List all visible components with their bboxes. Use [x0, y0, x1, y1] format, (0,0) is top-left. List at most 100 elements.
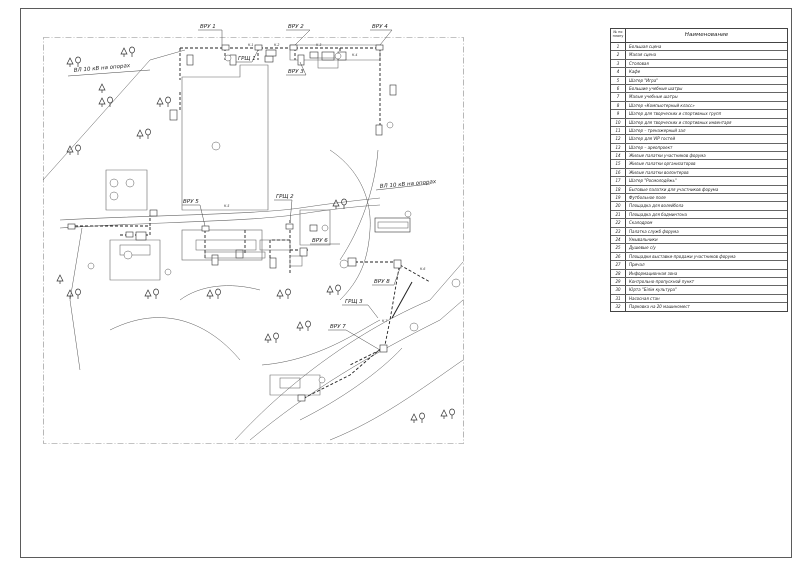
legend-row-number: 29: [611, 277, 626, 286]
label-vru3: ВРУ 3: [288, 69, 304, 75]
legend-header: № по плану Наименование: [611, 29, 787, 43]
legend-row-number: 1: [611, 43, 626, 51]
legend-row-number: 2: [611, 51, 626, 59]
plan-markers: [87, 52, 461, 384]
legend-row-name: Большие учебные шатры: [629, 85, 683, 91]
legend-row-name: Малые учебные шатры: [629, 94, 678, 100]
legend-row-name: Насосная стан: [629, 295, 660, 301]
legend-row-name: Шатер «Компьютерный класс»: [629, 102, 695, 108]
legend-row-number: 12: [611, 135, 626, 143]
legend-row-number: 30: [611, 286, 626, 294]
label-vru8: ВРУ 8: [374, 279, 390, 285]
legend-row-name: Юрта "Білім культура": [629, 287, 677, 293]
legend-row-name: Шатер "Игра": [629, 77, 659, 83]
legend-row-name: Скалодром: [629, 220, 653, 226]
label-vl-right: ВЛ 10 кВ на опорах: [380, 179, 437, 190]
legend-row-number: 23: [611, 227, 626, 235]
legend-row-name: Шатер для VIP гостей: [629, 136, 676, 142]
legend-row-number: 17: [611, 177, 626, 185]
legend-row-number: 15: [611, 160, 626, 168]
plan-boundary: [43, 37, 464, 444]
legend-row-number: 9: [611, 110, 626, 118]
label-k1: К-1: [248, 43, 253, 47]
legend-row-name: Большая сцена: [629, 44, 662, 49]
label-grshch2: ГРЩ 2: [276, 194, 294, 200]
legend-row-number: 6: [611, 84, 626, 93]
legend-row-number: 14: [611, 152, 626, 160]
legend-row-number: 28: [611, 269, 626, 277]
label-vru7: ВРУ 7: [330, 324, 346, 330]
legend-row-number: 24: [611, 235, 626, 244]
legend-row-number: 3: [611, 59, 626, 68]
legend-row-name: Жилые палатки волонтеров: [629, 169, 689, 175]
equipment-boxes: [67, 44, 411, 402]
legend-row-name: Шатер – тренажерный зал: [629, 127, 686, 133]
sheet-frame: [20, 8, 792, 558]
cable-solid: [391, 281, 413, 319]
legend-row-number: 18: [611, 185, 626, 194]
legend-row-name: Шатер "Росмолодёжь": [629, 178, 677, 184]
legend-row-number: 4: [611, 68, 626, 76]
legend-row-name: Палатка служб форума: [629, 228, 679, 234]
legend-row-number: 32: [611, 303, 626, 311]
site-areas: [59, 44, 381, 396]
label-k6: К-6: [420, 267, 425, 271]
label-vru1: ВРУ 1: [200, 24, 216, 30]
legend-row-number: 21: [611, 210, 626, 219]
legend-row-number: 13: [611, 143, 626, 152]
label-k4: К-4: [352, 53, 357, 57]
legend-row-name: Футбольное поле: [629, 195, 666, 201]
legend-col-number: № по плану: [611, 29, 626, 42]
label-k3: К-3: [316, 43, 321, 47]
legend-row-number: 31: [611, 294, 626, 303]
legend-row-name: Площадка для бадминтона: [629, 211, 687, 217]
label-vru4: ВРУ 4: [372, 24, 388, 30]
label-grshch3: ГРЩ 3: [345, 299, 363, 305]
label-vru6: ВРУ 6: [312, 238, 328, 244]
legend-row-name: Умывальники: [629, 236, 658, 242]
legend-row-number: 20: [611, 202, 626, 210]
legend-row-number: 11: [611, 126, 626, 135]
legend-row-name: Жилые палатки организаторов: [629, 161, 696, 167]
legend-row-name: Бытовые палатки для участников форума: [629, 186, 719, 192]
legend-row-number: 8: [611, 101, 626, 110]
legend-row-name: Кафе: [629, 69, 641, 75]
legend-row-name: Парковка на 20 машиномест: [629, 304, 690, 310]
legend-row-name: Малая сцена: [629, 52, 657, 58]
legend-row-number: 26: [611, 252, 626, 261]
terrain-lines: [42, 49, 464, 441]
legend-row-number: 10: [611, 118, 626, 126]
label-k7: К-7: [382, 319, 387, 323]
label-k5: К-5: [224, 204, 229, 208]
legend-row-name: Шатер для творческих и спортивных групп: [629, 111, 722, 117]
legend-row-name: Шатер – ареопроект: [629, 144, 673, 150]
